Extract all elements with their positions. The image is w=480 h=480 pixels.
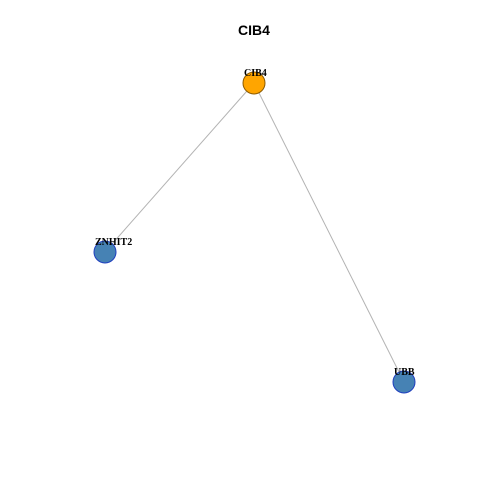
node-label-cib4: CIB4 <box>244 68 267 79</box>
graph-title: CIB4 <box>238 22 270 38</box>
node-ubb[interactable]: UBB <box>392 367 416 394</box>
node-cib4[interactable]: CIB4 <box>242 68 267 95</box>
edge-cib4-znhit2 <box>104 82 255 253</box>
edge-cib4-ubb <box>253 82 405 383</box>
node-circle-cib4[interactable] <box>242 71 266 95</box>
node-label-znhit2: ZNHIT2 <box>95 237 132 248</box>
node-label-ubb: UBB <box>394 367 415 378</box>
node-circle-ubb[interactable] <box>392 370 416 394</box>
edges-layer <box>104 82 405 383</box>
node-circle-znhit2[interactable] <box>93 240 117 264</box>
node-znhit2[interactable]: ZNHIT2 <box>93 237 132 264</box>
